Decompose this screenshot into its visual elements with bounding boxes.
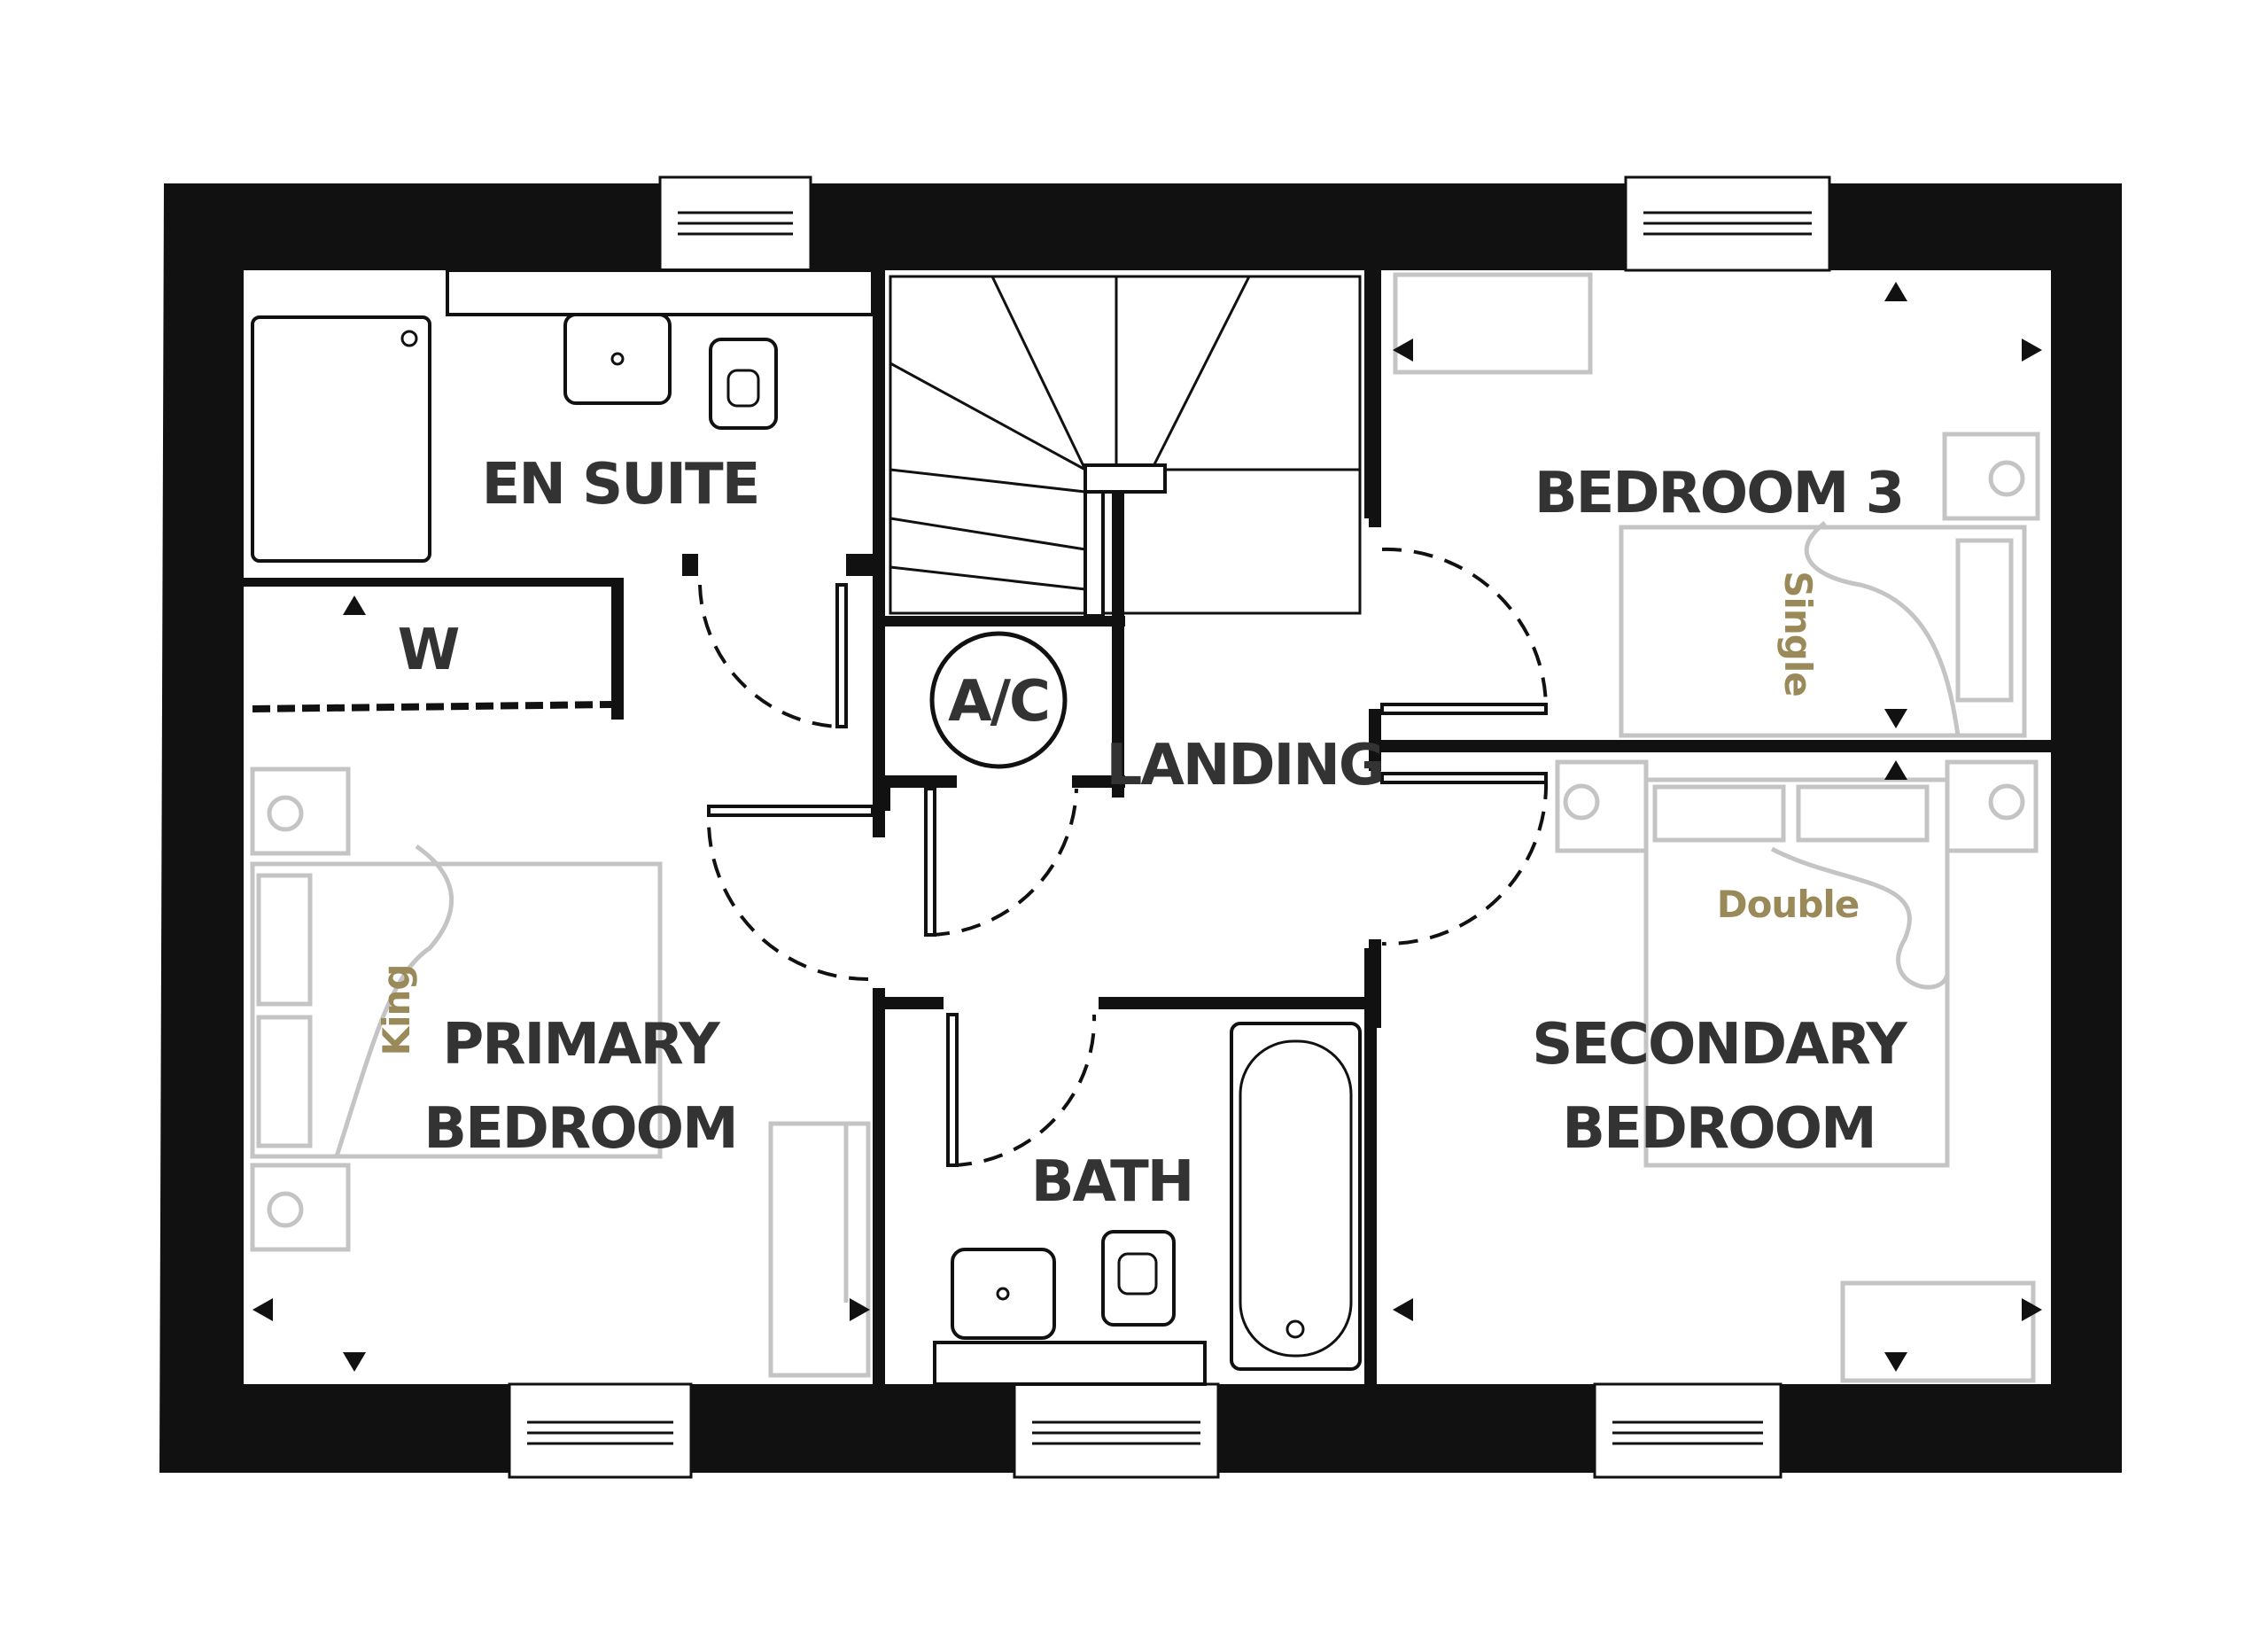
door-airing-cupboard bbox=[924, 787, 1078, 937]
wardrobe bbox=[252, 595, 612, 712]
bed-label-single: Single bbox=[1776, 571, 1820, 696]
window-secondary-bedroom bbox=[1593, 1382, 1783, 1479]
room-label-wardrobe: W bbox=[398, 618, 459, 683]
room-label-bedroom-3: BEDROOM 3 bbox=[1534, 461, 1903, 526]
bedroom-3-furniture bbox=[1393, 272, 2040, 738]
bed-labels: King Single Double bbox=[375, 571, 1860, 1056]
room-label-primary-bedroom: BEDROOM bbox=[423, 1096, 736, 1162]
door-bedroom-3 bbox=[1380, 547, 1548, 715]
staircase bbox=[889, 275, 1362, 618]
secondary-bedroom-furniture bbox=[1555, 759, 2039, 1383]
desk bbox=[1393, 272, 1593, 375]
window-en-suite bbox=[658, 175, 812, 272]
bathtub bbox=[1230, 1022, 1362, 1371]
bath-shelf bbox=[933, 1341, 1207, 1386]
bath-basin bbox=[951, 1248, 1056, 1340]
en-suite-shelf bbox=[446, 268, 874, 316]
door-primary-bedroom bbox=[706, 805, 874, 981]
bath-fixtures bbox=[933, 1022, 1362, 1386]
bed-label-king: King bbox=[375, 965, 418, 1056]
room-label-secondary-bedroom: SECONDARY bbox=[1532, 1012, 1907, 1078]
window-bedroom-3 bbox=[1624, 175, 1831, 272]
bath-toilet bbox=[1101, 1230, 1176, 1327]
room-label-airing-cupboard: A/C bbox=[948, 669, 1049, 735]
bed-label-double: Double bbox=[1717, 883, 1860, 926]
room-label-en-suite: EN SUITE bbox=[482, 452, 759, 518]
en-suite-fixtures bbox=[251, 268, 874, 563]
interior-walls bbox=[244, 270, 2051, 1384]
room-label-secondary-bedroom: BEDROOM bbox=[1562, 1096, 1875, 1162]
dresser bbox=[768, 1121, 871, 1378]
door-en-suite bbox=[698, 583, 848, 728]
double-bed bbox=[1643, 777, 1950, 1168]
window-primary-bedroom bbox=[508, 1382, 693, 1479]
en-suite-basin bbox=[563, 313, 672, 405]
room-label-landing: LANDING bbox=[1107, 733, 1384, 798]
chest-of-drawers bbox=[1840, 1280, 2036, 1383]
room-label-primary-bedroom: PRIMARY bbox=[442, 1012, 720, 1078]
door-secondary-bedroom bbox=[1380, 772, 1549, 946]
en-suite-toilet bbox=[709, 338, 778, 430]
room-label-bath: BATH bbox=[1031, 1149, 1193, 1215]
airing-cupboard-symbol bbox=[929, 631, 1068, 769]
primary-bedroom-furniture bbox=[250, 767, 871, 1378]
bedside-table bbox=[1555, 759, 1649, 853]
room-labels: EN SUITE W A/C LANDING BEDROOM 3 PRIMARY… bbox=[398, 452, 1910, 1215]
king-bed bbox=[250, 861, 663, 1159]
door-bath bbox=[946, 1013, 1097, 1167]
dimension-arrows bbox=[252, 282, 2042, 1372]
shower-tray bbox=[251, 315, 431, 563]
window-bath bbox=[1013, 1382, 1220, 1479]
single-bed bbox=[1619, 525, 2027, 738]
doors bbox=[698, 547, 1549, 1167]
windows bbox=[508, 175, 1831, 1479]
